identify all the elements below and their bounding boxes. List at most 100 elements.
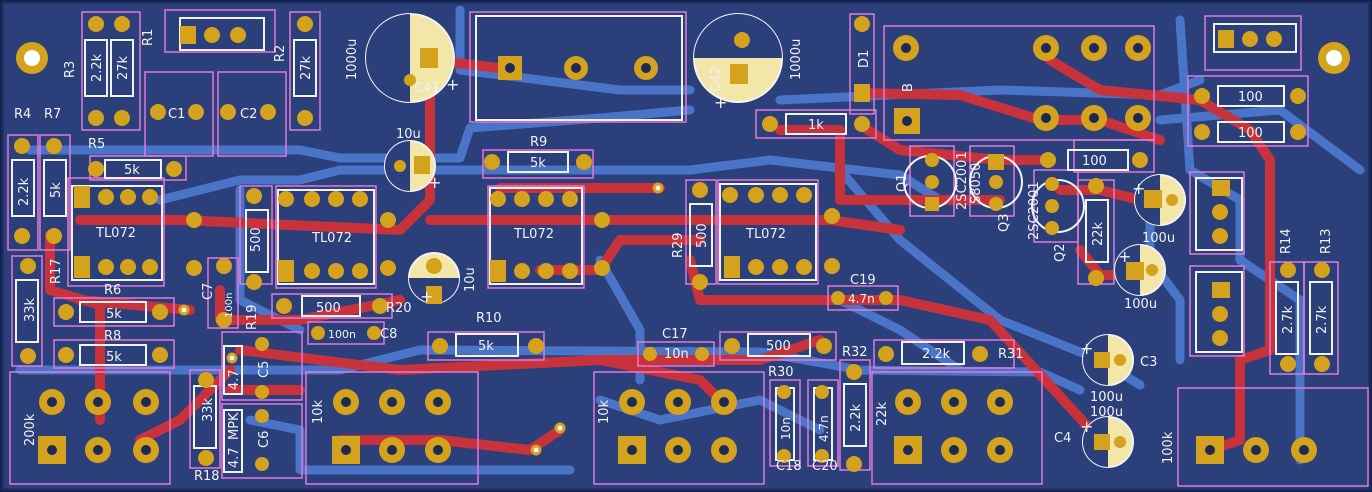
label-r6: R6 (104, 283, 121, 298)
value-cap-100u-b: 100u (1124, 297, 1157, 312)
label-c2: C2 (240, 107, 257, 122)
svg-text:+: + (428, 173, 441, 192)
label-r4: R4 (14, 107, 31, 122)
label-r3: R3 (63, 61, 78, 78)
value-pot-22k: 22k (875, 401, 890, 426)
value-q3-type: S8050 (969, 163, 984, 204)
silk-refs: R3 R1 R2 C1 C2 R4 R7 R5 R17 R6 R8 C7 R19… (14, 29, 1334, 484)
label-c4: C4 (1054, 431, 1071, 446)
label-c42: C42 (709, 66, 724, 92)
svg-text:+: + (420, 287, 433, 306)
label-q1: Q1 (895, 173, 910, 192)
polarity-marks: + + + + + + + + (420, 75, 1145, 436)
resistor-bodies (11, 39, 1333, 473)
component-outlines (7, 9, 1369, 487)
pads (14, 16, 1330, 472)
label-r2: R2 (273, 45, 288, 62)
label-q3: Q3 (997, 213, 1012, 232)
value-c41: 1000u (345, 39, 360, 80)
value-r500a: 500 (249, 227, 264, 252)
value-r14: 2.7k (1281, 305, 1296, 334)
value-r1: 27k (116, 55, 131, 80)
value-r29: 500 (695, 223, 710, 248)
value-pot-200k: 200k (23, 413, 38, 446)
value-c20: 4.7n (817, 415, 831, 442)
label-d1: D1 (857, 50, 872, 68)
value-c8: 100n (328, 328, 356, 341)
label-q2: Q2 (1053, 243, 1068, 262)
label-c6: C6 (257, 431, 272, 448)
svg-text:+: + (1080, 417, 1093, 436)
label-r13: R13 (1319, 228, 1334, 254)
value-r31: 2.2k (922, 347, 951, 362)
value-c6: 4.7 (227, 447, 242, 468)
value-r32: 2.2k (849, 403, 864, 432)
label-c1: C1 (168, 107, 185, 122)
vias (178, 182, 664, 456)
value-r100-q3: 100 (1082, 154, 1107, 169)
value-pot-10k-b: 10k (597, 399, 612, 424)
label-c7: C7 (201, 283, 216, 300)
value-pot-100k: 100k (1161, 431, 1176, 464)
mounting-hole-left-drill (24, 50, 40, 66)
mounting-holes (16, 42, 1350, 74)
value-r8: 5k (106, 350, 122, 365)
svg-text:+: + (1118, 247, 1131, 266)
value-ic2: TL072 (311, 231, 352, 246)
label-r29: R29 (671, 232, 686, 258)
value-r100-b: 100 (1238, 126, 1263, 141)
value-r18: 33k (201, 397, 216, 422)
value-r2: 27k (299, 55, 314, 80)
label-r9: R9 (530, 135, 547, 150)
value-c18: 10n (779, 417, 793, 440)
svg-text:+: + (1080, 339, 1093, 358)
pad-drills (47, 43, 1309, 455)
value-q2-type: 2SC2001 (1027, 181, 1042, 240)
value-c5: 4.7 (227, 369, 242, 390)
value-r20: 500 (316, 301, 341, 316)
label-r10: R10 (476, 311, 502, 326)
value-c6-type: MPK (227, 412, 242, 440)
label-r30: R30 (768, 365, 794, 380)
label-r1: R1 (141, 29, 156, 46)
value-r5: 5k (124, 163, 140, 178)
value-r22k: 22k (1091, 221, 1106, 246)
label-c18: C18 (776, 459, 802, 474)
label-c5: C5 (257, 361, 272, 378)
label-r19: R19 (245, 304, 260, 330)
value-cap-100u-a: 100u (1142, 231, 1175, 246)
svg-text:+: + (1132, 179, 1145, 198)
value-r17: 33k (23, 297, 38, 322)
value-c7: 100n (224, 293, 235, 318)
value-c19: 4.7n (848, 292, 875, 306)
svg-text:+: + (446, 75, 459, 94)
value-c4: 100u (1090, 405, 1123, 420)
label-c20: C20 (812, 459, 838, 474)
label-r5: R5 (88, 137, 105, 152)
value-ic1: TL072 (95, 226, 136, 241)
value-pot-10k-a: 10k (311, 399, 326, 424)
value-c42: 1000u (789, 39, 804, 80)
value-r1k: 1k (808, 118, 824, 133)
label-r7: R7 (44, 107, 61, 122)
value-ic3: TL072 (513, 227, 554, 242)
label-r32: R32 (842, 345, 868, 360)
value-cap-10u-bottom: 10u (463, 267, 478, 292)
label-r17: R17 (49, 258, 64, 284)
label-r8: R8 (104, 329, 121, 344)
value-r3: 2.2k (90, 53, 105, 82)
value-r100-a: 100 (1238, 90, 1263, 105)
value-r4: 2.2k (17, 177, 32, 206)
value-r13: 2.7k (1315, 305, 1330, 334)
label-c3: C3 (1140, 355, 1157, 370)
value-c17: 10n (664, 347, 689, 362)
label-b: B (901, 83, 916, 92)
value-r6: 5k (106, 307, 122, 322)
value-q1-type: 2SC2001 (955, 151, 970, 210)
label-c41: C41 (414, 81, 440, 96)
svg-text:+: + (714, 93, 727, 112)
label-r31: R31 (998, 347, 1024, 362)
silk-values: 2.2k 27k 27k 2.2k 5k 5k TL072 TL072 TL07… (17, 39, 1330, 468)
value-r10: 5k (478, 339, 494, 354)
